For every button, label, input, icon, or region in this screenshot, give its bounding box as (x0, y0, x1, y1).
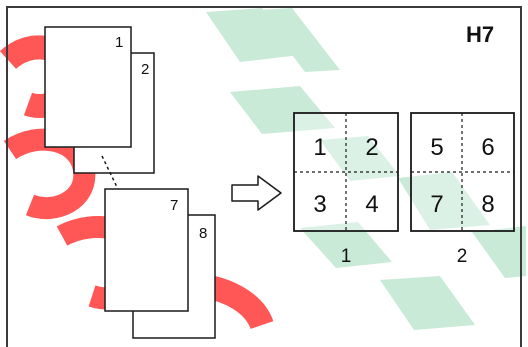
sheet-cell-number: 8 (481, 191, 494, 218)
source-page: 7 (104, 188, 189, 312)
source-page-label: 1 (115, 34, 123, 51)
source-page-label: 7 (170, 197, 178, 214)
sheet-cell-number: 1 (313, 134, 326, 161)
diagram-frame (6, 6, 522, 347)
source-stack-bottom: 8 7 (104, 188, 216, 339)
sheet-cell-number: 3 (313, 191, 326, 218)
sheet-cell-number: 7 (430, 191, 443, 218)
output-sheet-caption: 1 (341, 246, 352, 267)
source-page-label: 8 (199, 225, 207, 242)
output-sheet-caption: 2 (457, 246, 468, 267)
sheet-cell-number: 5 (430, 134, 443, 161)
watermark-green-bands (206, 8, 526, 330)
right-outline-arrow-icon (231, 175, 282, 211)
sheet-cell-number: 6 (481, 134, 494, 161)
output-sheet-2: 5 6 7 8 (410, 112, 515, 232)
sheet-cell-number: 4 (365, 191, 378, 218)
source-page-label: 2 (141, 61, 149, 78)
source-page: 1 (44, 26, 132, 148)
figure-code-label: H7 (466, 22, 494, 47)
sheet-cell-number: 2 (365, 134, 378, 161)
output-sheet-1: 1 2 3 4 (293, 112, 399, 232)
source-stack-top: 2 1 (44, 26, 155, 174)
